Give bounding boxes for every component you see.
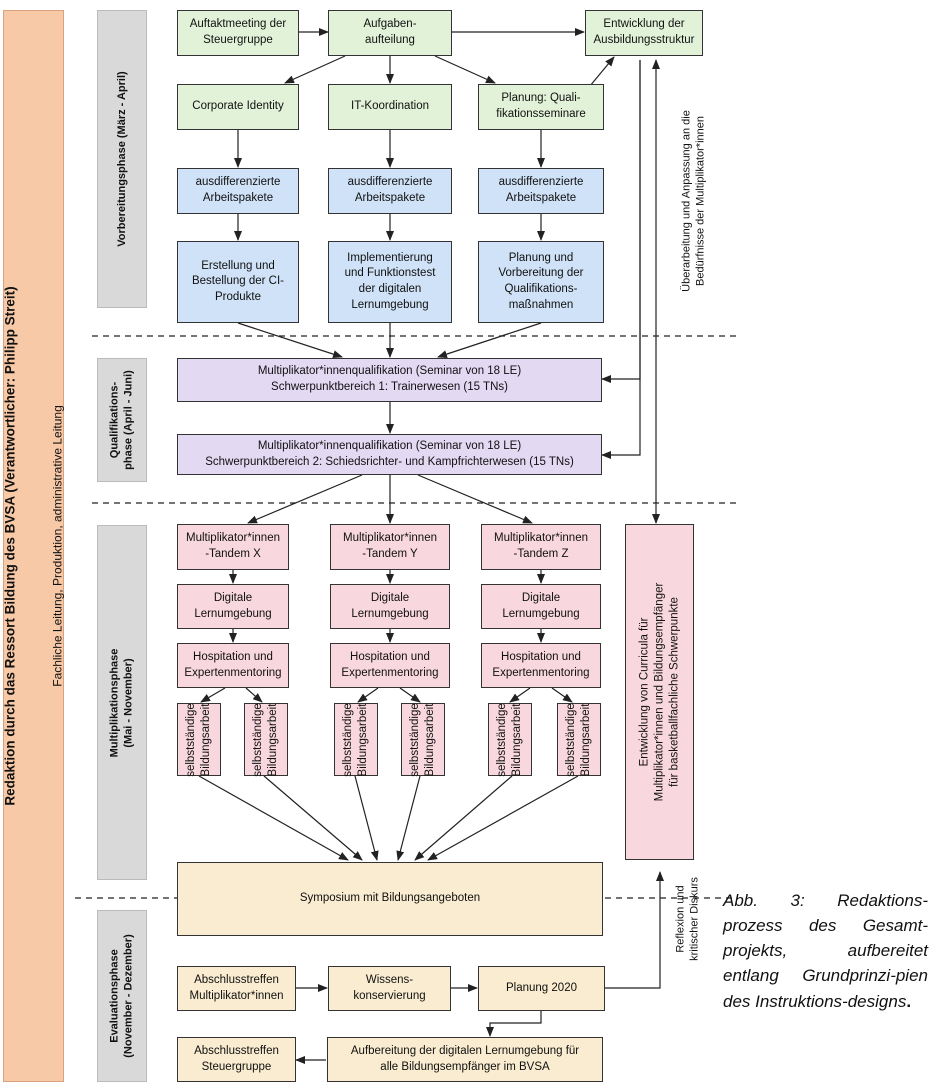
arrow — [509, 687, 531, 703]
editorial-sidebar: Redaktion durch das Ressort Bildung des … — [2, 10, 64, 1082]
figure-caption: Abb. 3: Redaktions-prozess des Gesamt-pr… — [723, 888, 928, 1014]
arrow — [237, 322, 343, 359]
arrow — [605, 871, 664, 989]
arrow — [354, 775, 379, 861]
node-implementation: Implementierung und Funktionstest der di… — [328, 241, 452, 323]
arrow — [357, 687, 379, 703]
phase-preparation: Vorbereitungsphase (März - April) — [97, 10, 147, 308]
node-curricula: Entwicklung von Curricula für Multiplika… — [625, 524, 694, 860]
node-seminar-2: Multiplikator*innenqualifikation (Semina… — [177, 434, 602, 475]
node-ci-products: Erstellung und Bestellung der CI- Produk… — [177, 241, 299, 323]
self-work-label: selbstständige Bildungsarbeit — [496, 702, 523, 777]
arrow — [200, 687, 226, 703]
arrow — [486, 1011, 542, 1037]
node-it-coordination: IT-Koordination — [328, 84, 452, 130]
node-self-work-z2: selbstständige Bildungsarbeit — [557, 703, 601, 776]
node-learning-environment-rework: Aufbereitung der digitalen Lernumgebung … — [327, 1037, 603, 1082]
annotation-reflection-text: Reflexion und kritischer Diskurs — [674, 877, 701, 961]
node-hospitation-y: Hospitation und Expertenmentoring — [330, 643, 450, 688]
arrow — [427, 775, 579, 861]
arrow — [551, 687, 573, 703]
node-digital-z: Digitale Lernumgebung — [481, 584, 601, 629]
arrow — [601, 60, 641, 459]
arrow — [434, 55, 496, 84]
node-symposium: Symposium mit Bildungsangeboten — [177, 862, 603, 936]
arrow — [417, 474, 533, 524]
self-work-label: selbstständige Bildungsarbeit — [565, 702, 592, 777]
phase-qualification: Qualifikations- phase (April - Juni) — [97, 358, 147, 482]
node-hospitation-z: Hospitation und Expertenmentoring — [481, 643, 601, 688]
arrow — [396, 775, 421, 861]
node-hospitation-x: Hospitation und Expertenmentoring — [177, 643, 289, 688]
annotation-reflection: Reflexion und kritischer Diskurs — [666, 860, 710, 978]
phase-multiplication: Multiplikationsphase (Mai - November) — [97, 525, 147, 880]
self-work-label: selbstständige Bildungsarbeit — [342, 702, 369, 777]
node-digital-x: Digitale Lernumgebung — [177, 584, 289, 629]
annotation-review: Überarbeitung und Anpassung an die Bedür… — [668, 70, 720, 332]
node-work-packages-1: ausdifferenzierte Arbeitspakete — [177, 168, 299, 214]
arrow — [601, 60, 641, 383]
node-corporate-identity: Corporate Identity — [177, 84, 299, 130]
node-planning-2020: Planung 2020 — [478, 966, 605, 1011]
annotation-review-text: Überarbeitung und Anpassung an die Bedür… — [680, 110, 707, 292]
node-qualification-preparation: Planung und Vorbereitung der Qualifikati… — [478, 241, 604, 323]
arrow — [414, 775, 513, 861]
node-self-work-y2: selbstständige Bildungsarbeit — [401, 703, 445, 776]
caption-end: . — [906, 991, 912, 1011]
node-tandem-y: Multiplikator*innen -Tandem Y — [330, 524, 450, 570]
curricula-label: Entwicklung von Curricula für Multiplika… — [638, 582, 680, 802]
node-final-meeting-steering: Abschlusstreffen Steuergruppe — [177, 1037, 296, 1082]
node-training-structure: Entwicklung der Ausbildungsstruktur — [585, 10, 703, 56]
self-work-label: selbstständige Bildungsarbeit — [409, 702, 436, 777]
arrow — [284, 55, 346, 84]
node-self-work-z1: selbstständige Bildungsarbeit — [488, 703, 532, 776]
caption-text: Abb. 3: Redaktions-prozess des Gesamt-pr… — [723, 891, 928, 1011]
node-work-packages-3: ausdifferenzierte Arbeitspakete — [478, 168, 604, 214]
node-knowledge-conservation: Wissens- konservierung — [328, 966, 451, 1011]
arrow — [437, 322, 542, 358]
arrow — [198, 775, 349, 861]
node-seminar-planning: Planung: Quali- fikationsseminare — [478, 84, 604, 130]
node-digital-y: Digitale Lernumgebung — [330, 584, 450, 629]
node-self-work-x1: selbstständige Bildungsarbeit — [177, 703, 221, 776]
node-tandem-x: Multiplikator*innen -Tandem X — [177, 524, 289, 570]
node-final-meeting-multipliers: Abschlusstreffen Multiplikator*innen — [177, 966, 296, 1011]
node-self-work-y1: selbstständige Bildungsarbeit — [334, 703, 378, 776]
arrow — [263, 775, 363, 861]
node-tandem-z: Multiplikator*innen -Tandem Z — [481, 524, 601, 570]
node-work-packages-2: ausdifferenzierte Arbeitspakete — [328, 168, 452, 214]
self-work-label: selbstständige Bildungsarbeit — [185, 702, 212, 777]
node-self-work-x2: selbstständige Bildungsarbeit — [244, 703, 288, 776]
node-task-division: Aufgaben- aufteilung — [328, 10, 452, 56]
arrow — [399, 687, 421, 703]
node-kickoff: Auftaktmeeting der Steuergruppe — [177, 10, 299, 56]
arrow — [247, 474, 363, 524]
phase-evaluation: Evaluationsphase (November - Dezember) — [97, 910, 147, 1082]
node-seminar-1: Multiplikator*innenqualifikation (Semina… — [177, 358, 602, 402]
self-work-label: selbstständige Bildungsarbeit — [252, 702, 279, 777]
arrow — [245, 687, 263, 703]
